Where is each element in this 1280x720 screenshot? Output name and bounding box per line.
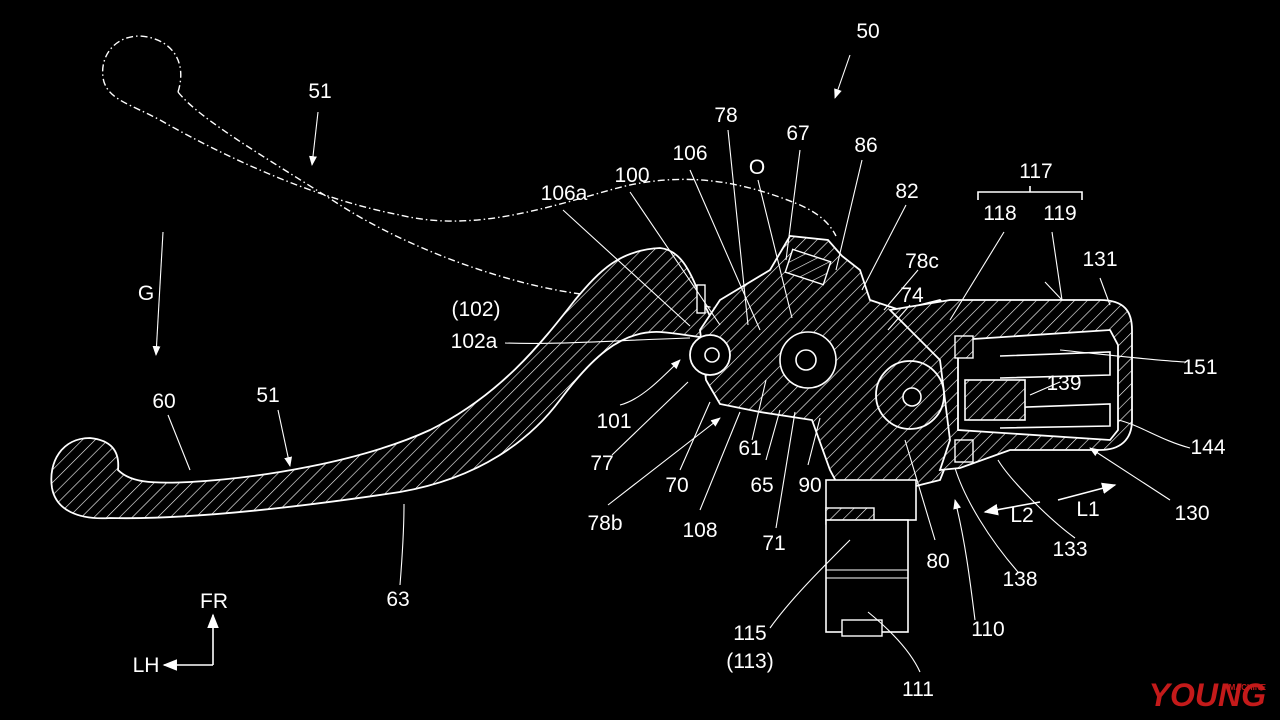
- label-106a: 106a: [541, 182, 588, 205]
- clamp-bolt: [841, 619, 883, 637]
- lever-phantom-outline: [102, 35, 837, 237]
- label-51-lower: 51: [256, 384, 279, 407]
- label-l2: L2: [1010, 504, 1033, 527]
- label-106: 106: [672, 142, 707, 165]
- label-110: 110: [971, 618, 1004, 641]
- watermark-brand: YOUNG: [1149, 677, 1266, 713]
- reference-labels: 50 51 51 60 63 G 106a 100 106 78 O 67 86…: [138, 20, 1226, 701]
- label-118: 118: [983, 202, 1016, 225]
- label-133: 133: [1052, 538, 1087, 561]
- adjuster-spring: [784, 248, 832, 286]
- piston-core: [964, 379, 1026, 421]
- piston-upper: [999, 351, 1111, 379]
- label-71: 71: [762, 532, 785, 555]
- label-111: 111: [902, 678, 934, 701]
- label-63: 63: [386, 588, 409, 611]
- label-61: 61: [738, 437, 761, 460]
- label-74: 74: [900, 284, 924, 307]
- label-102-paren: (102): [451, 298, 500, 321]
- label-102a: 102a: [451, 330, 498, 353]
- label-80: 80: [926, 550, 949, 573]
- label-100: 100: [614, 164, 649, 187]
- label-117: 117: [1019, 160, 1052, 183]
- label-78c: 78c: [905, 250, 939, 273]
- label-101: 101: [596, 410, 631, 433]
- seal-upper: [954, 335, 974, 359]
- label-139: 139: [1046, 372, 1081, 395]
- label-o: O: [749, 156, 765, 179]
- watermark-logo: YOUNG MACHINE: [1149, 677, 1267, 713]
- label-l1: L1: [1076, 498, 1099, 521]
- label-70: 70: [665, 474, 688, 497]
- arrow-l1: [1057, 482, 1117, 501]
- label-130: 130: [1174, 502, 1209, 525]
- label-lh: LH: [133, 654, 160, 677]
- label-fr: FR: [200, 590, 228, 613]
- label-144: 144: [1190, 436, 1225, 459]
- label-131: 131: [1082, 248, 1117, 271]
- lever-body: [50, 247, 722, 520]
- label-60: 60: [152, 390, 175, 413]
- piston-lower: [999, 403, 1111, 429]
- label-151: 151: [1182, 356, 1217, 379]
- label-108: 108: [682, 519, 717, 542]
- label-78b: 78b: [587, 512, 622, 535]
- leader-lines: [152, 54, 1191, 673]
- watermark-sub: MACHINE: [1229, 683, 1267, 692]
- label-138: 138: [1002, 568, 1037, 591]
- label-82: 82: [895, 180, 918, 203]
- label-86: 86: [854, 134, 877, 157]
- label-78: 78: [714, 104, 737, 127]
- label-65: 65: [750, 474, 773, 497]
- clamp-lower: [825, 519, 909, 633]
- pivot-a-hole: [704, 347, 720, 363]
- seal-lower: [954, 439, 974, 463]
- pin-106a: [696, 284, 706, 314]
- label-119: 119: [1043, 202, 1076, 225]
- label-g: G: [138, 282, 154, 305]
- bracket-117: [977, 186, 1083, 200]
- pivot-c-hole: [902, 387, 922, 407]
- label-77: 77: [590, 452, 613, 475]
- label-115: 115: [733, 622, 766, 645]
- label-67: 67: [786, 122, 809, 145]
- label-51-upper: 51: [308, 80, 331, 103]
- pivot-b-inner: [795, 349, 817, 371]
- label-113-paren: (113): [726, 650, 773, 673]
- lever-phantom-inner: [177, 91, 721, 311]
- arrow-l2: [983, 501, 1041, 516]
- label-50: 50: [856, 20, 879, 43]
- label-90: 90: [798, 474, 821, 497]
